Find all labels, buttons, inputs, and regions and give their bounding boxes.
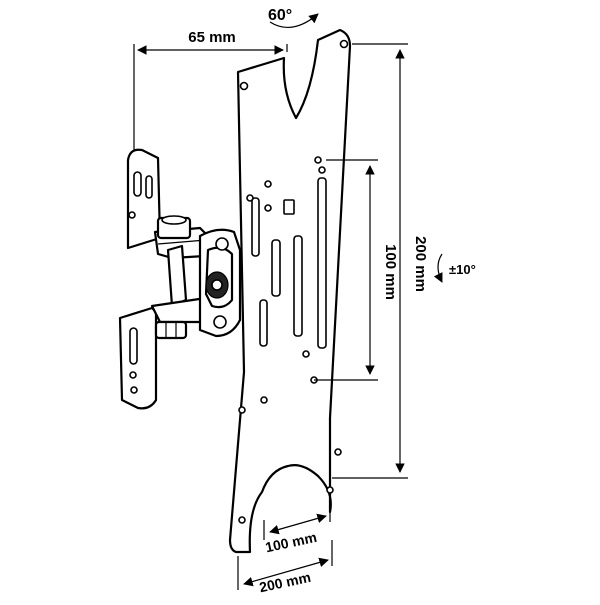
dim-arm-depth-label: 65 mm [188, 29, 236, 46]
dim-plate-height-label: 200 mm [412, 236, 429, 292]
plate-slots [251, 177, 327, 349]
tilt-label: ±10° [449, 262, 476, 277]
dimension-arm-depth: 65 mm [133, 29, 288, 150]
swivel-label: 60° [268, 7, 292, 24]
dim-inner-height-label: 100 mm [382, 244, 399, 300]
wall-plate [118, 148, 162, 410]
bottom-nut [154, 320, 188, 340]
tilt-bracket [198, 228, 242, 338]
dimension-plate-height: 200 mm [332, 43, 429, 479]
swivel-rotation: 60° [268, 7, 319, 29]
plate-holes [238, 39, 349, 524]
dim-inner-width-label: 100 mm [264, 529, 318, 555]
dimension-inner-height: 100 mm [314, 159, 399, 381]
vesa-plate [228, 28, 352, 554]
tilt-rotation: ±10° [433, 253, 476, 283]
dimension-inner-width: 100 mm [263, 496, 331, 555]
top-nut [156, 215, 192, 240]
